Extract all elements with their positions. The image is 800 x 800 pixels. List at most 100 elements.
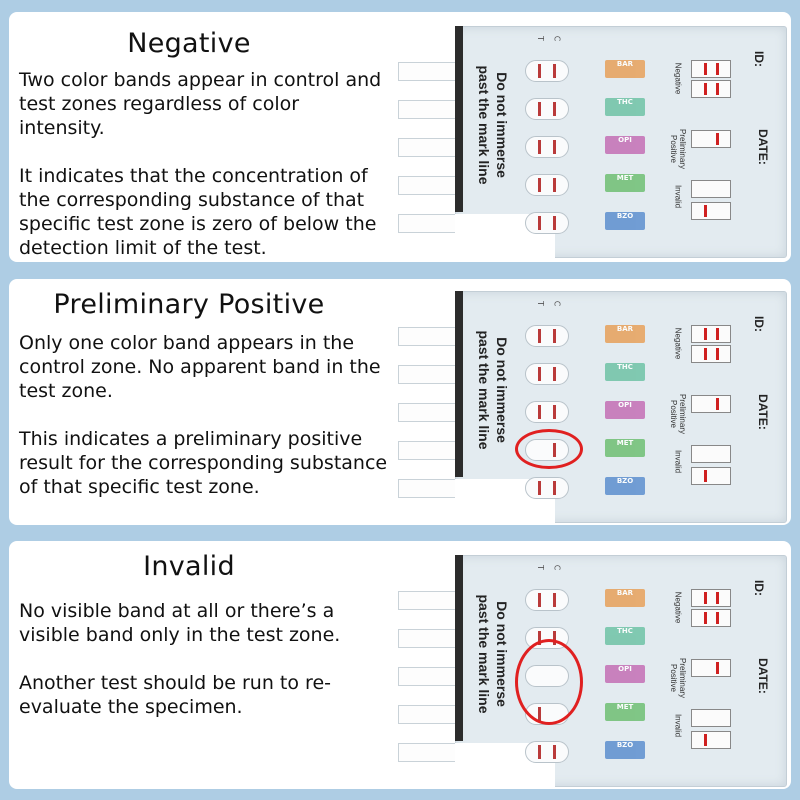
control-band bbox=[553, 140, 556, 154]
drug-label: MET bbox=[605, 703, 645, 721]
panel-paragraph: Another test should be run to re-evaluat… bbox=[19, 672, 331, 718]
panel-description: No visible band at all or there’s a visi… bbox=[19, 599, 389, 719]
sample-strip bbox=[398, 479, 468, 498]
legend-band bbox=[704, 470, 707, 482]
result-window bbox=[525, 60, 569, 82]
legend-example bbox=[691, 445, 731, 463]
panel-paragraph: Only one color band appears in the contr… bbox=[19, 332, 381, 402]
legend-preliminary-positive: Preliminary Positive bbox=[669, 393, 687, 434]
legend-example bbox=[691, 609, 731, 627]
negative-panel: Negative Two color bands appear in contr… bbox=[9, 12, 791, 262]
legend-preliminary-positive: Preliminary Positive bbox=[669, 657, 687, 698]
sample-strip bbox=[398, 629, 468, 648]
drug-label: BAR bbox=[605, 60, 645, 78]
immerse-mark-line bbox=[455, 555, 463, 741]
sample-strip bbox=[398, 62, 468, 81]
immerse-warning-line2: past the mark line bbox=[476, 330, 492, 450]
legend-band bbox=[704, 83, 707, 95]
legend-example bbox=[691, 202, 731, 220]
legend-example bbox=[691, 731, 731, 749]
test-band bbox=[538, 329, 541, 343]
control-band bbox=[553, 631, 556, 645]
id-field-label: ID: bbox=[752, 51, 766, 67]
highlight-circle bbox=[515, 639, 583, 725]
control-band bbox=[553, 64, 556, 78]
sample-strip bbox=[398, 138, 468, 157]
legend-example bbox=[691, 325, 731, 343]
control-band bbox=[553, 481, 556, 495]
id-field-label: ID: bbox=[752, 580, 766, 596]
panel-paragraph: It indicates that the concentration of t… bbox=[19, 165, 377, 259]
test-band bbox=[538, 140, 541, 154]
sample-strip bbox=[398, 441, 468, 460]
legend-invalid: Invalid bbox=[673, 449, 683, 474]
drug-label: THC bbox=[605, 98, 645, 116]
legend-example bbox=[691, 709, 731, 727]
drug-label: OPI bbox=[605, 136, 645, 154]
legend-band bbox=[704, 348, 707, 360]
legend-band bbox=[716, 592, 719, 604]
test-band bbox=[538, 216, 541, 230]
drug-label: THC bbox=[605, 627, 645, 645]
legend-example bbox=[691, 180, 731, 198]
control-letter: C bbox=[552, 564, 562, 571]
legend-band bbox=[704, 612, 707, 624]
control-band bbox=[553, 329, 556, 343]
result-window bbox=[525, 325, 569, 347]
test-band bbox=[538, 64, 541, 78]
sample-strip bbox=[398, 214, 468, 233]
date-field-label: DATE: bbox=[755, 658, 770, 694]
result-window bbox=[525, 212, 569, 234]
date-field-label: DATE: bbox=[755, 394, 770, 430]
control-band bbox=[553, 745, 556, 759]
result-window bbox=[525, 136, 569, 158]
legend-negative: Negative bbox=[673, 591, 683, 624]
sample-strip bbox=[398, 100, 468, 119]
legend-band bbox=[704, 63, 707, 75]
legend-band bbox=[716, 612, 719, 624]
legend-example bbox=[691, 60, 731, 78]
legend-example bbox=[691, 589, 731, 607]
control-band bbox=[553, 367, 556, 381]
control-letter: C bbox=[552, 300, 562, 307]
sample-strip bbox=[398, 403, 468, 422]
legend-band bbox=[716, 398, 719, 410]
control-letter: C bbox=[552, 35, 562, 42]
immerse-warning-line1: Do not immerse bbox=[494, 72, 510, 178]
test-band bbox=[538, 405, 541, 419]
panel-title: Negative bbox=[127, 28, 251, 59]
legend-example bbox=[691, 80, 731, 98]
sample-strip bbox=[398, 743, 468, 762]
panel-title: Invalid bbox=[143, 551, 235, 582]
result-window bbox=[525, 174, 569, 196]
legend-band bbox=[704, 328, 707, 340]
sample-strip bbox=[398, 705, 468, 724]
drug-label: OPI bbox=[605, 401, 645, 419]
sample-strip bbox=[398, 176, 468, 195]
immerse-mark-line bbox=[455, 26, 463, 212]
legend-negative: Negative bbox=[673, 327, 683, 360]
control-band bbox=[553, 405, 556, 419]
test-band bbox=[538, 631, 541, 645]
test-band bbox=[538, 593, 541, 607]
legend-example bbox=[691, 345, 731, 363]
date-field-label: DATE: bbox=[755, 129, 770, 165]
legend-invalid: Invalid bbox=[673, 713, 683, 738]
test-letter: T bbox=[535, 301, 545, 306]
test-band bbox=[538, 481, 541, 495]
panel-description: Two color bands appear in control and te… bbox=[19, 68, 389, 260]
control-band bbox=[553, 178, 556, 192]
immerse-warning-line2: past the mark line bbox=[476, 594, 492, 714]
legend-preliminary-positive: Preliminary Positive bbox=[669, 128, 687, 169]
control-band bbox=[553, 102, 556, 116]
legend-negative: Negative bbox=[673, 62, 683, 95]
drug-label: BAR bbox=[605, 589, 645, 607]
sample-strip bbox=[398, 365, 468, 384]
drug-label: BAR bbox=[605, 325, 645, 343]
sample-strip bbox=[398, 667, 468, 686]
legend-band bbox=[716, 63, 719, 75]
